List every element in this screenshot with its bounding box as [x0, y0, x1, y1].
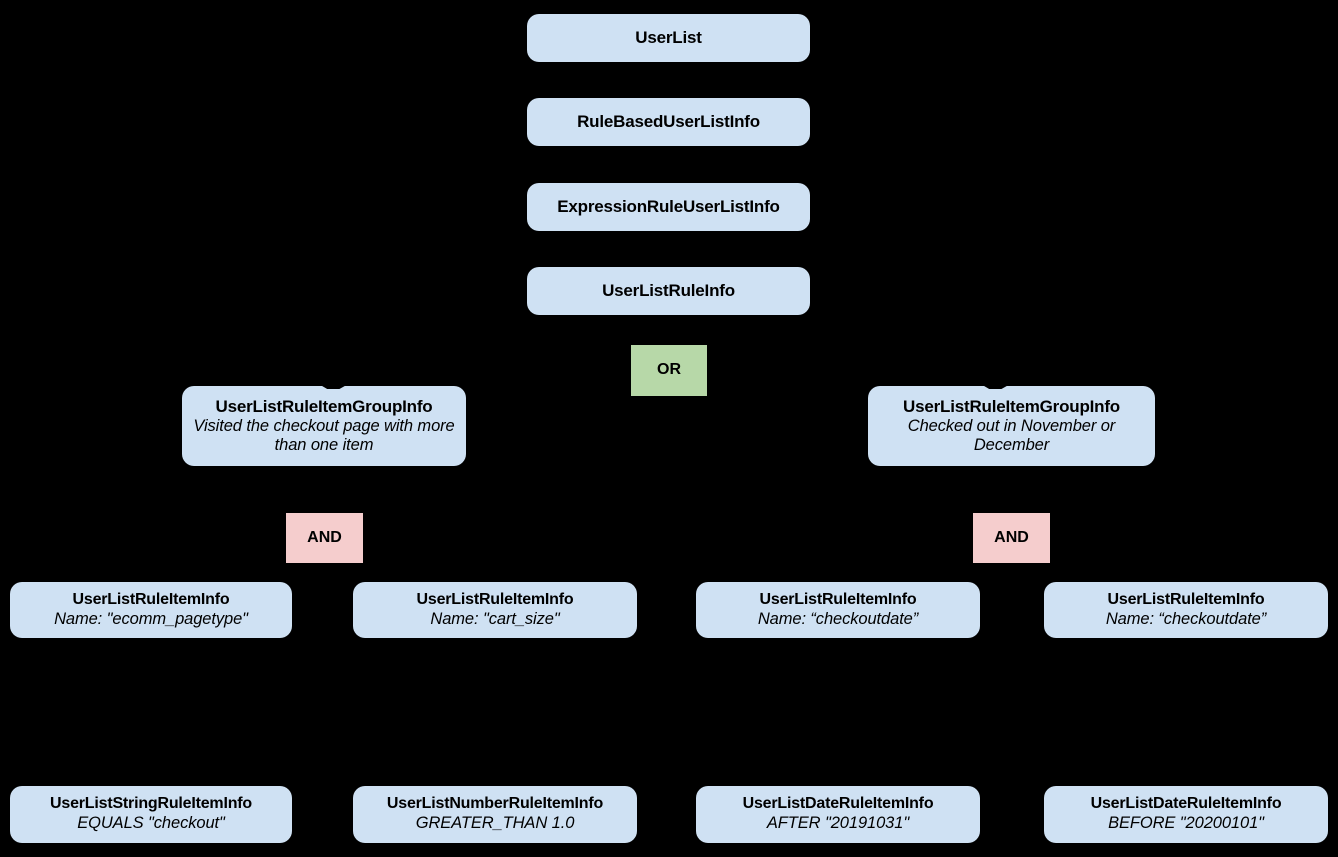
node-ruleitem-1-title: UserListRuleItemInfo [72, 590, 230, 608]
node-and-operator-right[interactable]: AND [973, 513, 1050, 563]
node-ruleitem-1-subtitle: Name: "ecomm_pagetype" [54, 609, 248, 628]
node-group-left-title: UserListRuleItemGroupInfo [215, 396, 433, 416]
node-typeditem-1-subtitle: EQUALS "checkout" [77, 814, 225, 833]
node-ruleitem-3-title: UserListRuleItemInfo [759, 590, 917, 608]
node-group-right-subtitle: Checked out in November or December [907, 416, 1116, 455]
node-typeditem-4[interactable]: UserListDateRuleItemInfo BEFORE "2020010… [1044, 786, 1328, 843]
node-rulebaseduserlistinfo-title: RuleBasedUserListInfo [577, 111, 760, 131]
node-ruleitem-3-subtitle: Name: “checkoutdate” [757, 609, 919, 628]
node-or-operator[interactable]: OR [631, 345, 707, 396]
node-group-left-subtitle: Visited the checkout page with more than… [193, 416, 455, 455]
node-ruleitem-2-subtitle: Name: "cart_size" [430, 609, 560, 628]
node-typeditem-4-subtitle: BEFORE "20200101" [1108, 814, 1264, 833]
node-ruleitem-4[interactable]: UserListRuleItemInfo Name: “checkoutdate… [1044, 582, 1328, 638]
node-ruleitem-4-subtitle: Name: “checkoutdate” [1105, 609, 1267, 628]
node-group-right[interactable]: UserListRuleItemGroupInfo Checked out in… [868, 386, 1155, 466]
node-ruleitem-2-title: UserListRuleItemInfo [416, 590, 574, 608]
node-rulebaseduserlistinfo[interactable]: RuleBasedUserListInfo [527, 98, 810, 146]
node-typeditem-3-title: UserListDateRuleItemInfo [742, 795, 934, 813]
node-userlist[interactable]: UserList [527, 14, 810, 62]
node-userlistruleinfo[interactable]: UserListRuleInfo [527, 267, 810, 315]
node-group-right-title: UserListRuleItemGroupInfo [903, 396, 1120, 416]
node-typeditem-2[interactable]: UserListNumberRuleItemInfo GREATER_THAN … [353, 786, 637, 843]
node-typeditem-1-title: UserListStringRuleItemInfo [50, 795, 252, 813]
node-and-operator-right-label: AND [994, 528, 1029, 546]
node-userlistruleinfo-title: UserListRuleInfo [602, 280, 735, 300]
node-typeditem-2-subtitle: GREATER_THAN 1.0 [415, 814, 575, 833]
node-typeditem-1[interactable]: UserListStringRuleItemInfo EQUALS "check… [10, 786, 292, 843]
node-ruleitem-4-title: UserListRuleItemInfo [1107, 590, 1265, 608]
node-or-operator-label: OR [657, 361, 681, 379]
node-typeditem-4-title: UserListDateRuleItemInfo [1090, 795, 1282, 813]
node-and-operator-left-label: AND [307, 528, 342, 546]
node-and-operator-left[interactable]: AND [286, 513, 363, 563]
node-ruleitem-3[interactable]: UserListRuleItemInfo Name: “checkoutdate… [696, 582, 980, 638]
node-expressionruleuserlistinfo-title: ExpressionRuleUserListInfo [557, 196, 780, 216]
node-ruleitem-2[interactable]: UserListRuleItemInfo Name: "cart_size" [353, 582, 637, 638]
node-expressionruleuserlistinfo[interactable]: ExpressionRuleUserListInfo [527, 183, 810, 231]
node-userlist-title: UserList [635, 27, 702, 47]
node-typeditem-3[interactable]: UserListDateRuleItemInfo AFTER "20191031… [696, 786, 980, 843]
node-group-left[interactable]: UserListRuleItemGroupInfo Visited the ch… [182, 386, 466, 466]
node-typeditem-3-subtitle: AFTER "20191031" [766, 814, 910, 833]
node-typeditem-2-title: UserListNumberRuleItemInfo [386, 795, 604, 813]
node-ruleitem-1[interactable]: UserListRuleItemInfo Name: "ecomm_pagety… [10, 582, 292, 638]
